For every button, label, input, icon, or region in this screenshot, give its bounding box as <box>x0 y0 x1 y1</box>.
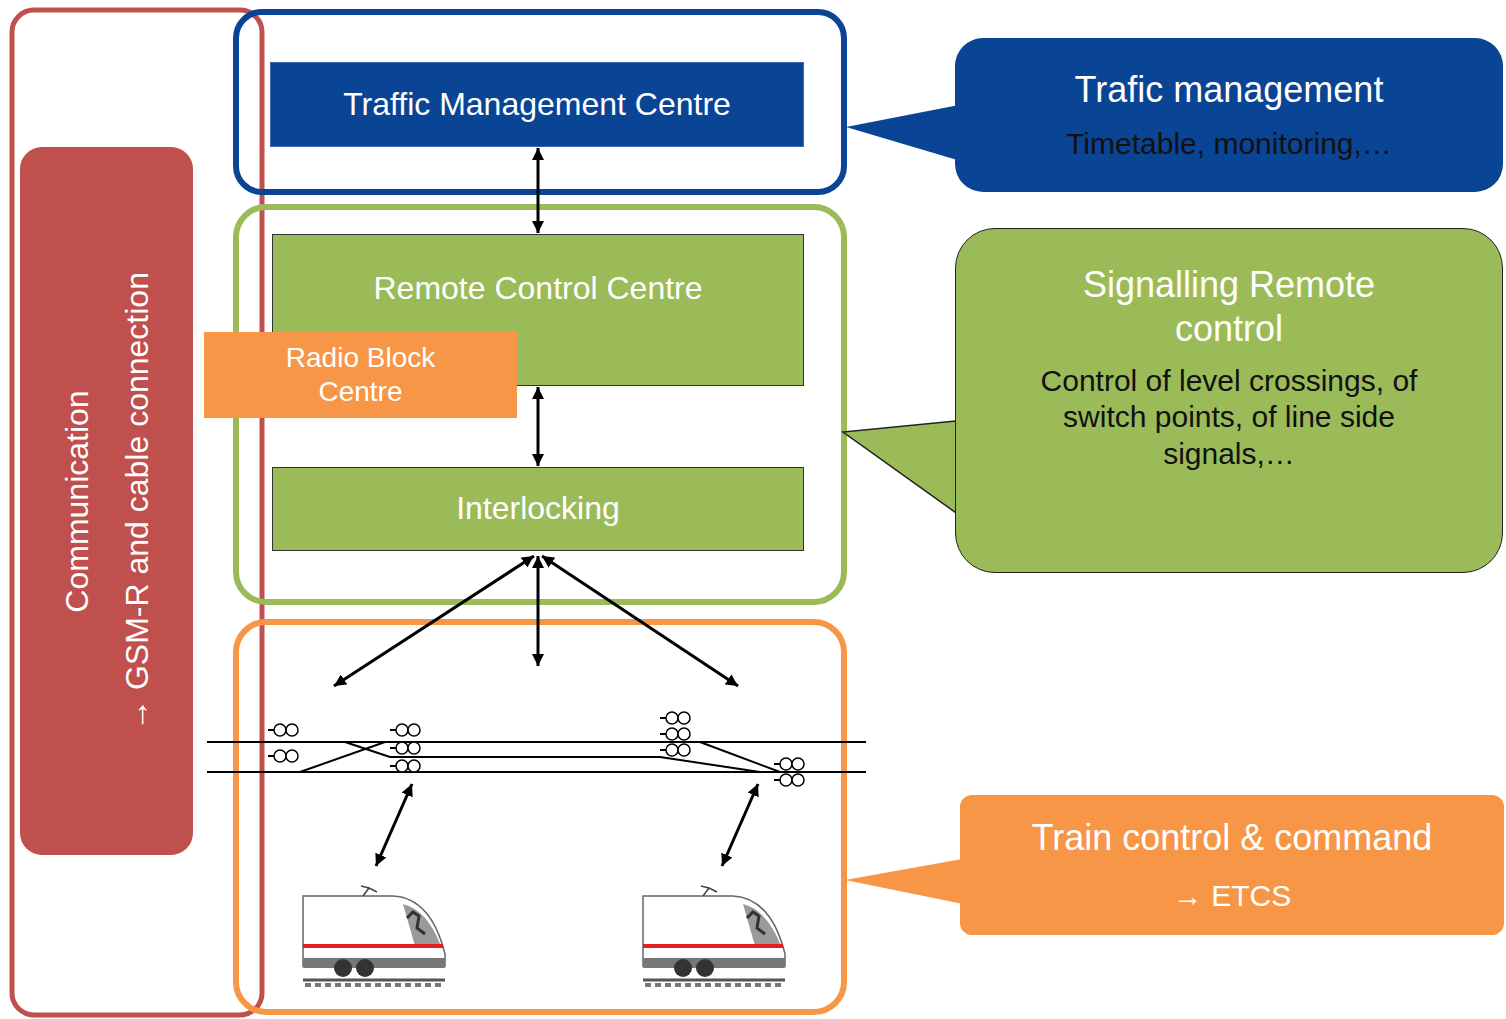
node-body: Timetable, monitoring,… <box>1066 126 1392 163</box>
signalling-group-outline <box>236 207 844 602</box>
signal-symbol <box>268 724 298 736</box>
signal-symbol <box>660 712 690 724</box>
signal-symbol <box>774 758 804 770</box>
signal-symbol <box>390 724 420 736</box>
node-title: Remote Control Centre <box>373 269 702 308</box>
process-box: Interlocking <box>272 467 804 551</box>
train-illustrations <box>303 886 785 987</box>
signal-symbol <box>268 750 298 762</box>
signal-symbol <box>390 760 420 772</box>
callout-tail <box>845 858 968 905</box>
connector-arrow <box>537 148 540 233</box>
process-box: Traffic Management Centre <box>270 62 804 147</box>
signal-symbol <box>774 774 804 786</box>
callout-tail <box>846 104 964 162</box>
callout-tail <box>843 420 966 520</box>
node-title: Train control & command <box>1032 816 1433 860</box>
node-title: Trafic management <box>1075 68 1384 112</box>
signal-symbol <box>660 744 690 756</box>
train-group-outline <box>236 622 844 1012</box>
node-title: Interlocking <box>456 489 620 528</box>
node-body: Control of level crossings, of switch po… <box>1004 363 1454 473</box>
signal-symbol <box>660 728 690 740</box>
communication-band <box>12 10 262 1015</box>
callout-box: Train control & command → ETCS <box>960 795 1504 935</box>
communication-box: Communication → GSM-R and cable connectio… <box>20 147 193 855</box>
node-title: Communication <box>57 390 96 612</box>
callout-box: Trafic managementTimetable, monitoring,… <box>955 38 1503 192</box>
process-box: Radio Block Centre <box>204 332 517 418</box>
connector-arrow <box>537 387 540 466</box>
node-body: → ETCS <box>1173 878 1291 915</box>
node-body: → GSM-R and cable connection <box>117 272 156 731</box>
track-plan <box>207 742 866 772</box>
traffic-group-outline <box>236 12 844 192</box>
rotated-text-holder: Communication → GSM-R and cable connectio… <box>20 147 193 855</box>
train-icon <box>303 886 445 987</box>
callout-box: Signalling Remote controlControl of leve… <box>955 228 1503 573</box>
signal-symbols <box>268 712 804 786</box>
train-icon <box>643 886 785 987</box>
illustration-arrows <box>334 556 758 866</box>
node-title: Signalling Remote control <box>1034 263 1424 351</box>
node-title: Radio Block Centre <box>261 341 461 409</box>
signal-symbol <box>390 742 420 754</box>
node-title: Traffic Management Centre <box>343 85 731 124</box>
